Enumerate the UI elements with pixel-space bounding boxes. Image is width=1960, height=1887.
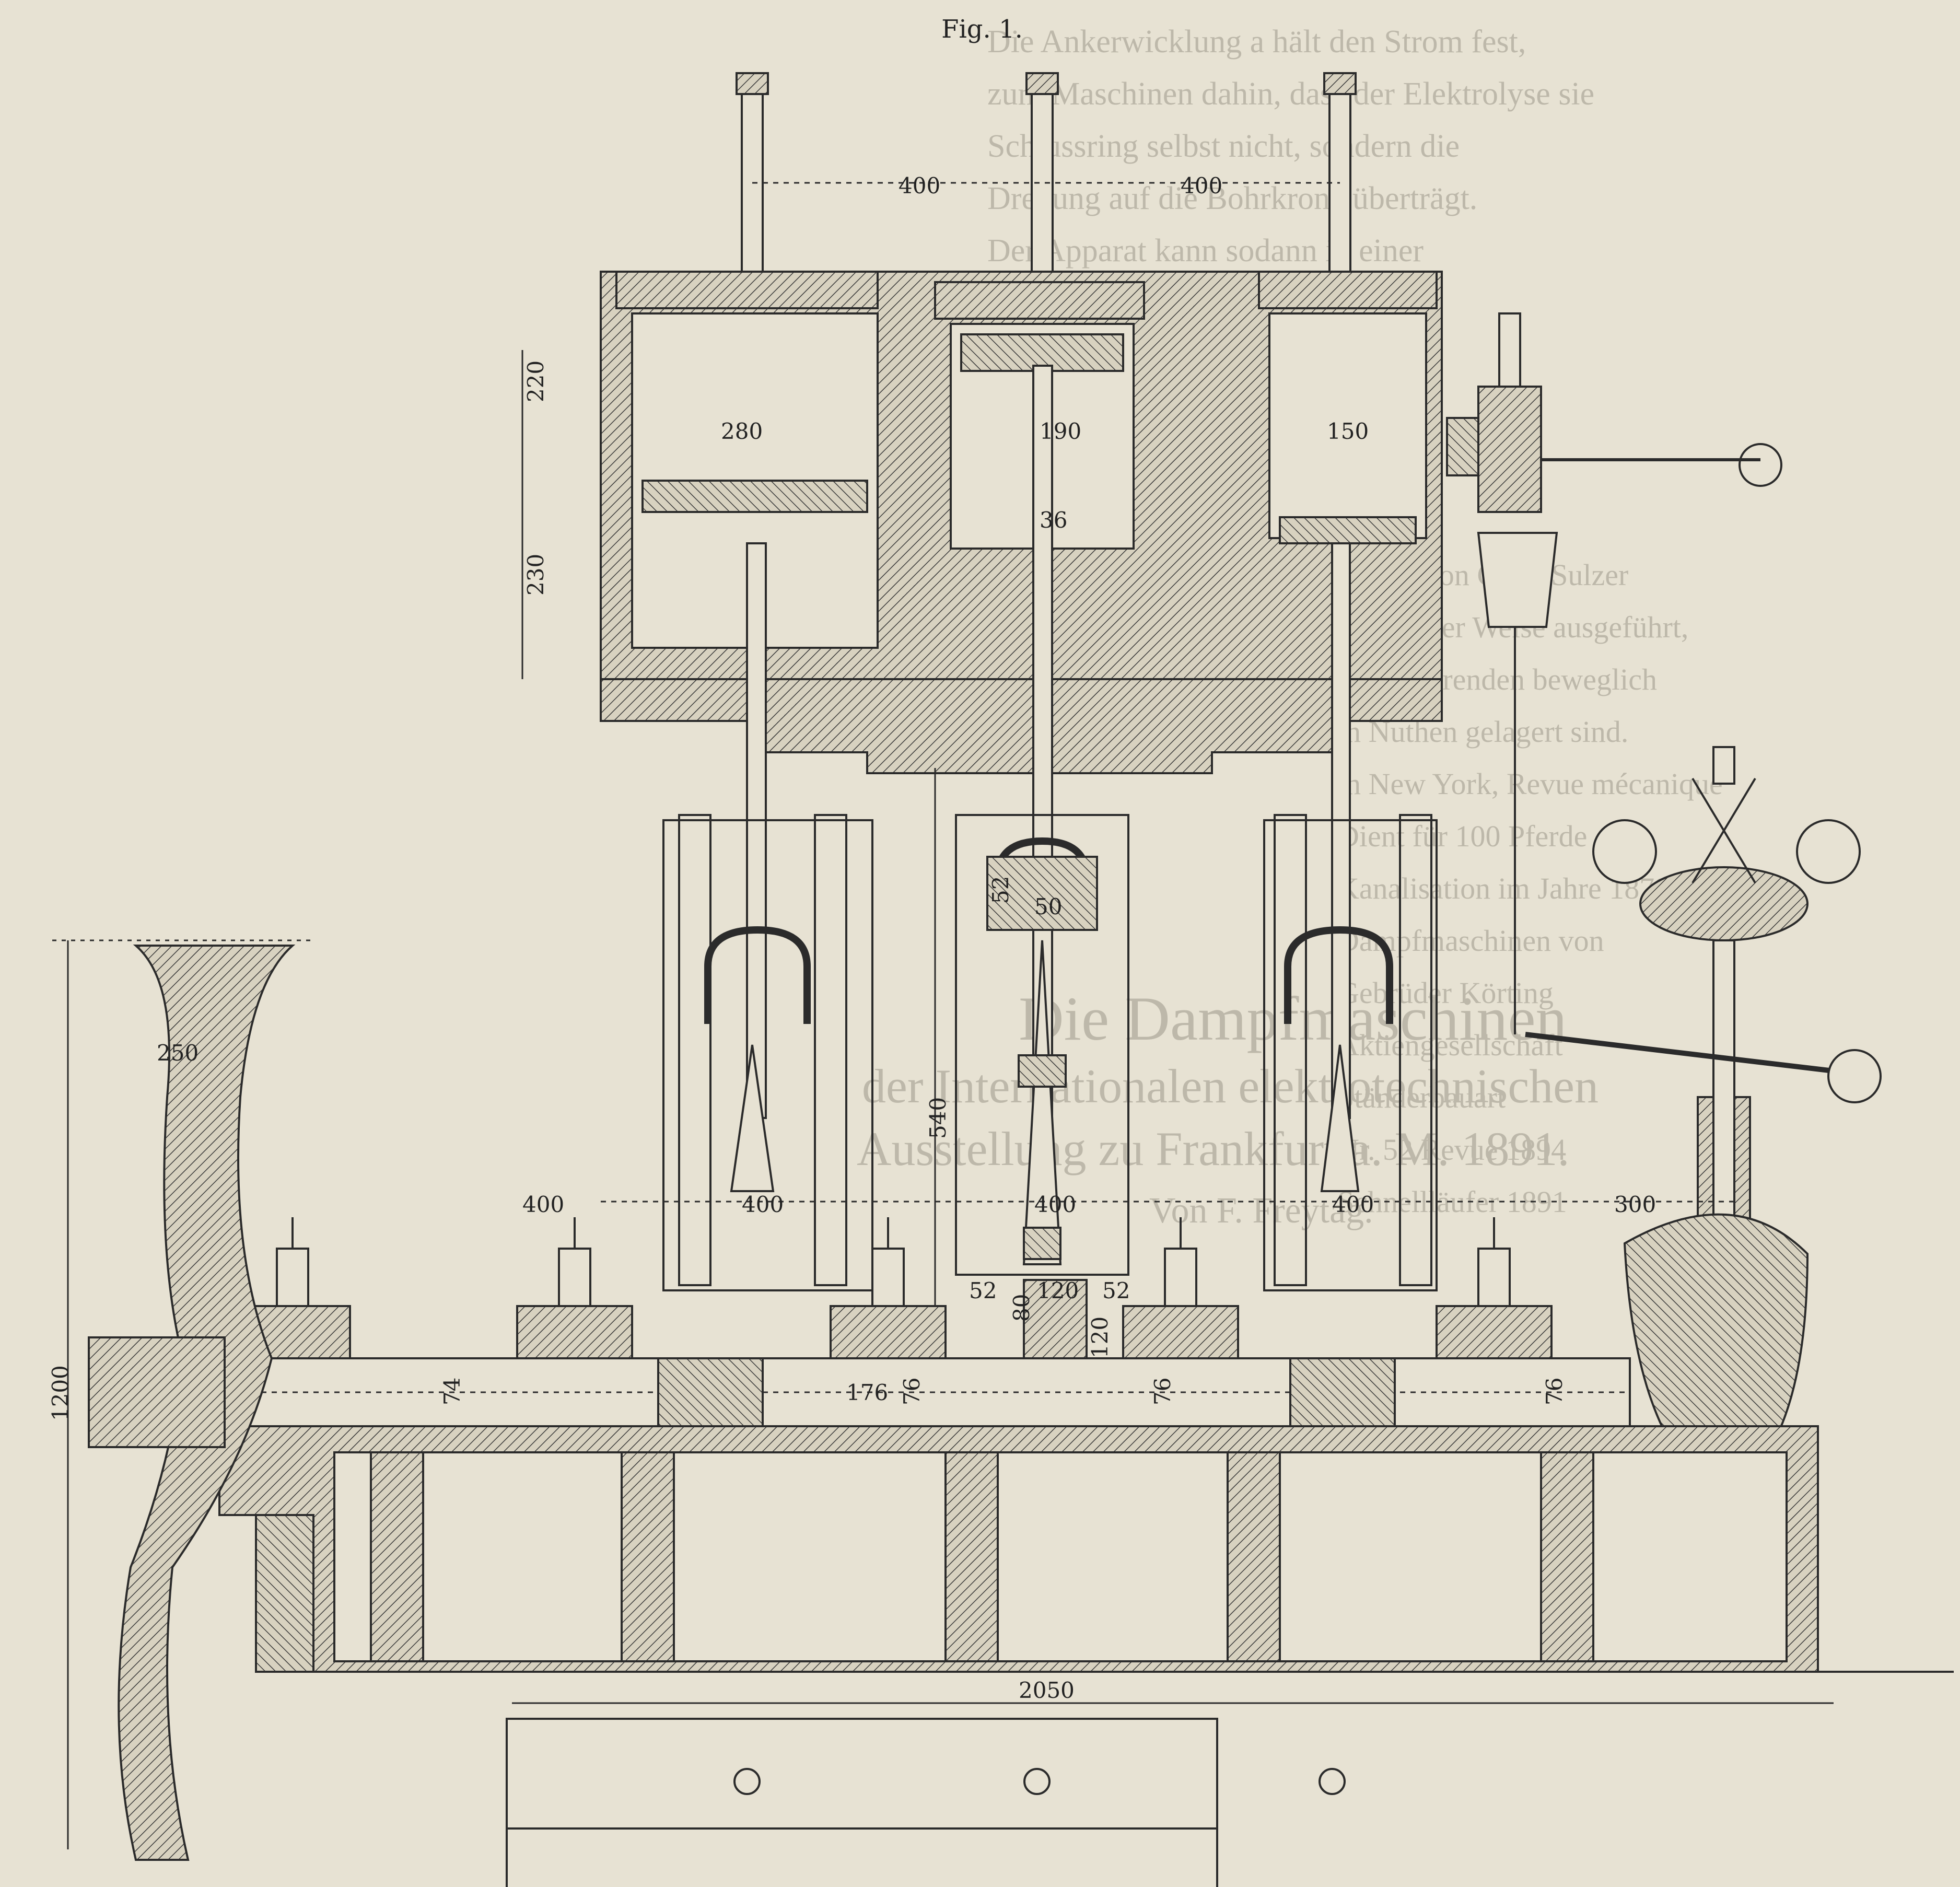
cylinder-block <box>600 271 1443 680</box>
bearing-cap <box>830 1305 947 1359</box>
ghost-line: Drehung auf die Bohrkrone überträgt. <box>987 181 1477 216</box>
dim-crank-spacing-2: 400 <box>742 1192 784 1217</box>
bed-leg <box>1540 1451 1594 1662</box>
dim-bore-lp: 150 <box>1327 418 1369 444</box>
dim-spacing-right: 400 <box>1181 173 1222 199</box>
dim-crank-spacing-5: 300 <box>1614 1192 1656 1217</box>
bearing-cap <box>1122 1305 1239 1359</box>
dim-flywheel-rim: 250 <box>157 1040 199 1066</box>
ghost-heading-1: Die Dampfmaschinen <box>1019 984 1567 1053</box>
ghost-line: Die Ankerwicklung a hält den Strom fest, <box>987 24 1526 60</box>
ghost-column-line: Aktiengesellschaft <box>1337 1028 1563 1062</box>
dimension-lines <box>52 350 1834 1849</box>
dimension-labels: 400 400 280 190 150 220 230 36 540 50 52… <box>48 173 1656 1703</box>
dim-crank-height: 80 <box>1009 1294 1034 1322</box>
lubricator <box>1164 1248 1197 1307</box>
dim-flywheel-dia: 1200 <box>48 1365 73 1421</box>
dim-rod-dia: 36 <box>1040 507 1067 533</box>
ghost-column-line: Dient für 100 Pferde <box>1337 819 1587 853</box>
ghost-column-line: Gebrüder Körting <box>1337 976 1554 1010</box>
dim-height-upper: 220 <box>523 360 549 402</box>
dim-spacing-left: 400 <box>899 173 940 199</box>
dim-crosshead-width: 50 <box>1034 894 1062 919</box>
dim-base-length: 2050 <box>1019 1678 1075 1703</box>
crossheads <box>704 837 1393 1024</box>
dim-shaft-dia-5: 76 <box>1542 1378 1567 1405</box>
governor-ball-right <box>1796 819 1861 884</box>
ghost-column-line: in New York, Revue mécanique <box>1337 767 1723 801</box>
ghost-line: zum Maschinen dahin, dass der Elektrolys… <box>987 76 1594 112</box>
figure-title: Fig. 1. <box>941 15 1023 44</box>
piston-rod-tops <box>736 72 1357 283</box>
bed-leg <box>944 1451 999 1662</box>
ghost-heading-4: Von F. Freytag. <box>1149 1191 1373 1231</box>
dim-shaft-dia-3: 76 <box>899 1378 925 1405</box>
ghost-line: Schlussring selbst nicht, sondern die <box>987 129 1460 164</box>
dim-center-left: 52 <box>969 1278 997 1303</box>
dim-crank-spacing-3: 400 <box>1034 1192 1076 1217</box>
bearing-cap <box>1436 1305 1553 1359</box>
bearing-cap <box>516 1305 633 1359</box>
dim-frame-height: 540 <box>925 1097 951 1139</box>
dim-bore-mp: 190 <box>1040 418 1081 444</box>
dim-crank-spacing-1: 400 <box>522 1192 564 1217</box>
foundation <box>506 1718 1346 1887</box>
dim-center-width: 120 <box>1037 1278 1079 1303</box>
dim-crank-spacing-4: 400 <box>1332 1192 1374 1217</box>
frames <box>662 814 1438 1291</box>
dim-shaft-dia-1: 74 <box>439 1378 465 1405</box>
governor-ball-left <box>1592 819 1657 884</box>
engine <box>52 72 1954 1887</box>
connecting-rods <box>730 940 1360 1265</box>
lubricator <box>276 1248 309 1307</box>
lubricator <box>558 1248 591 1307</box>
lubricator <box>871 1248 905 1307</box>
bed-leg <box>370 1451 424 1662</box>
dim-crank-throw: 120 <box>1087 1317 1113 1358</box>
ghost-column-line: Nr. 52 Revue 1894 <box>1337 1133 1566 1167</box>
throttle-valve <box>1446 312 1782 1034</box>
dim-bore-hp: 280 <box>721 418 763 444</box>
dim-shaft-dia-2: 176 <box>846 1380 888 1405</box>
hp-piston <box>641 480 868 513</box>
dim-shaft-dia-4: 76 <box>1150 1378 1175 1405</box>
ghost-heading-3: Ausstellung zu Frankfurt a. M. 1891. <box>857 1122 1570 1175</box>
dim-crosshead-offset: 52 <box>988 876 1013 904</box>
ghost-column-line: Ständerbauart <box>1337 1080 1506 1114</box>
lp-piston <box>1279 516 1417 544</box>
lp-cylinder <box>1268 312 1427 539</box>
flywheel <box>88 945 296 1861</box>
bed-leg <box>1227 1451 1281 1662</box>
ghost-heading-2: der Internationalen elektrotechnischen <box>862 1059 1599 1113</box>
dim-height-lower: 230 <box>523 554 549 596</box>
lubricator <box>1477 1248 1511 1307</box>
bed-leg <box>621 1451 675 1662</box>
dim-center-right: 52 <box>1102 1278 1130 1303</box>
